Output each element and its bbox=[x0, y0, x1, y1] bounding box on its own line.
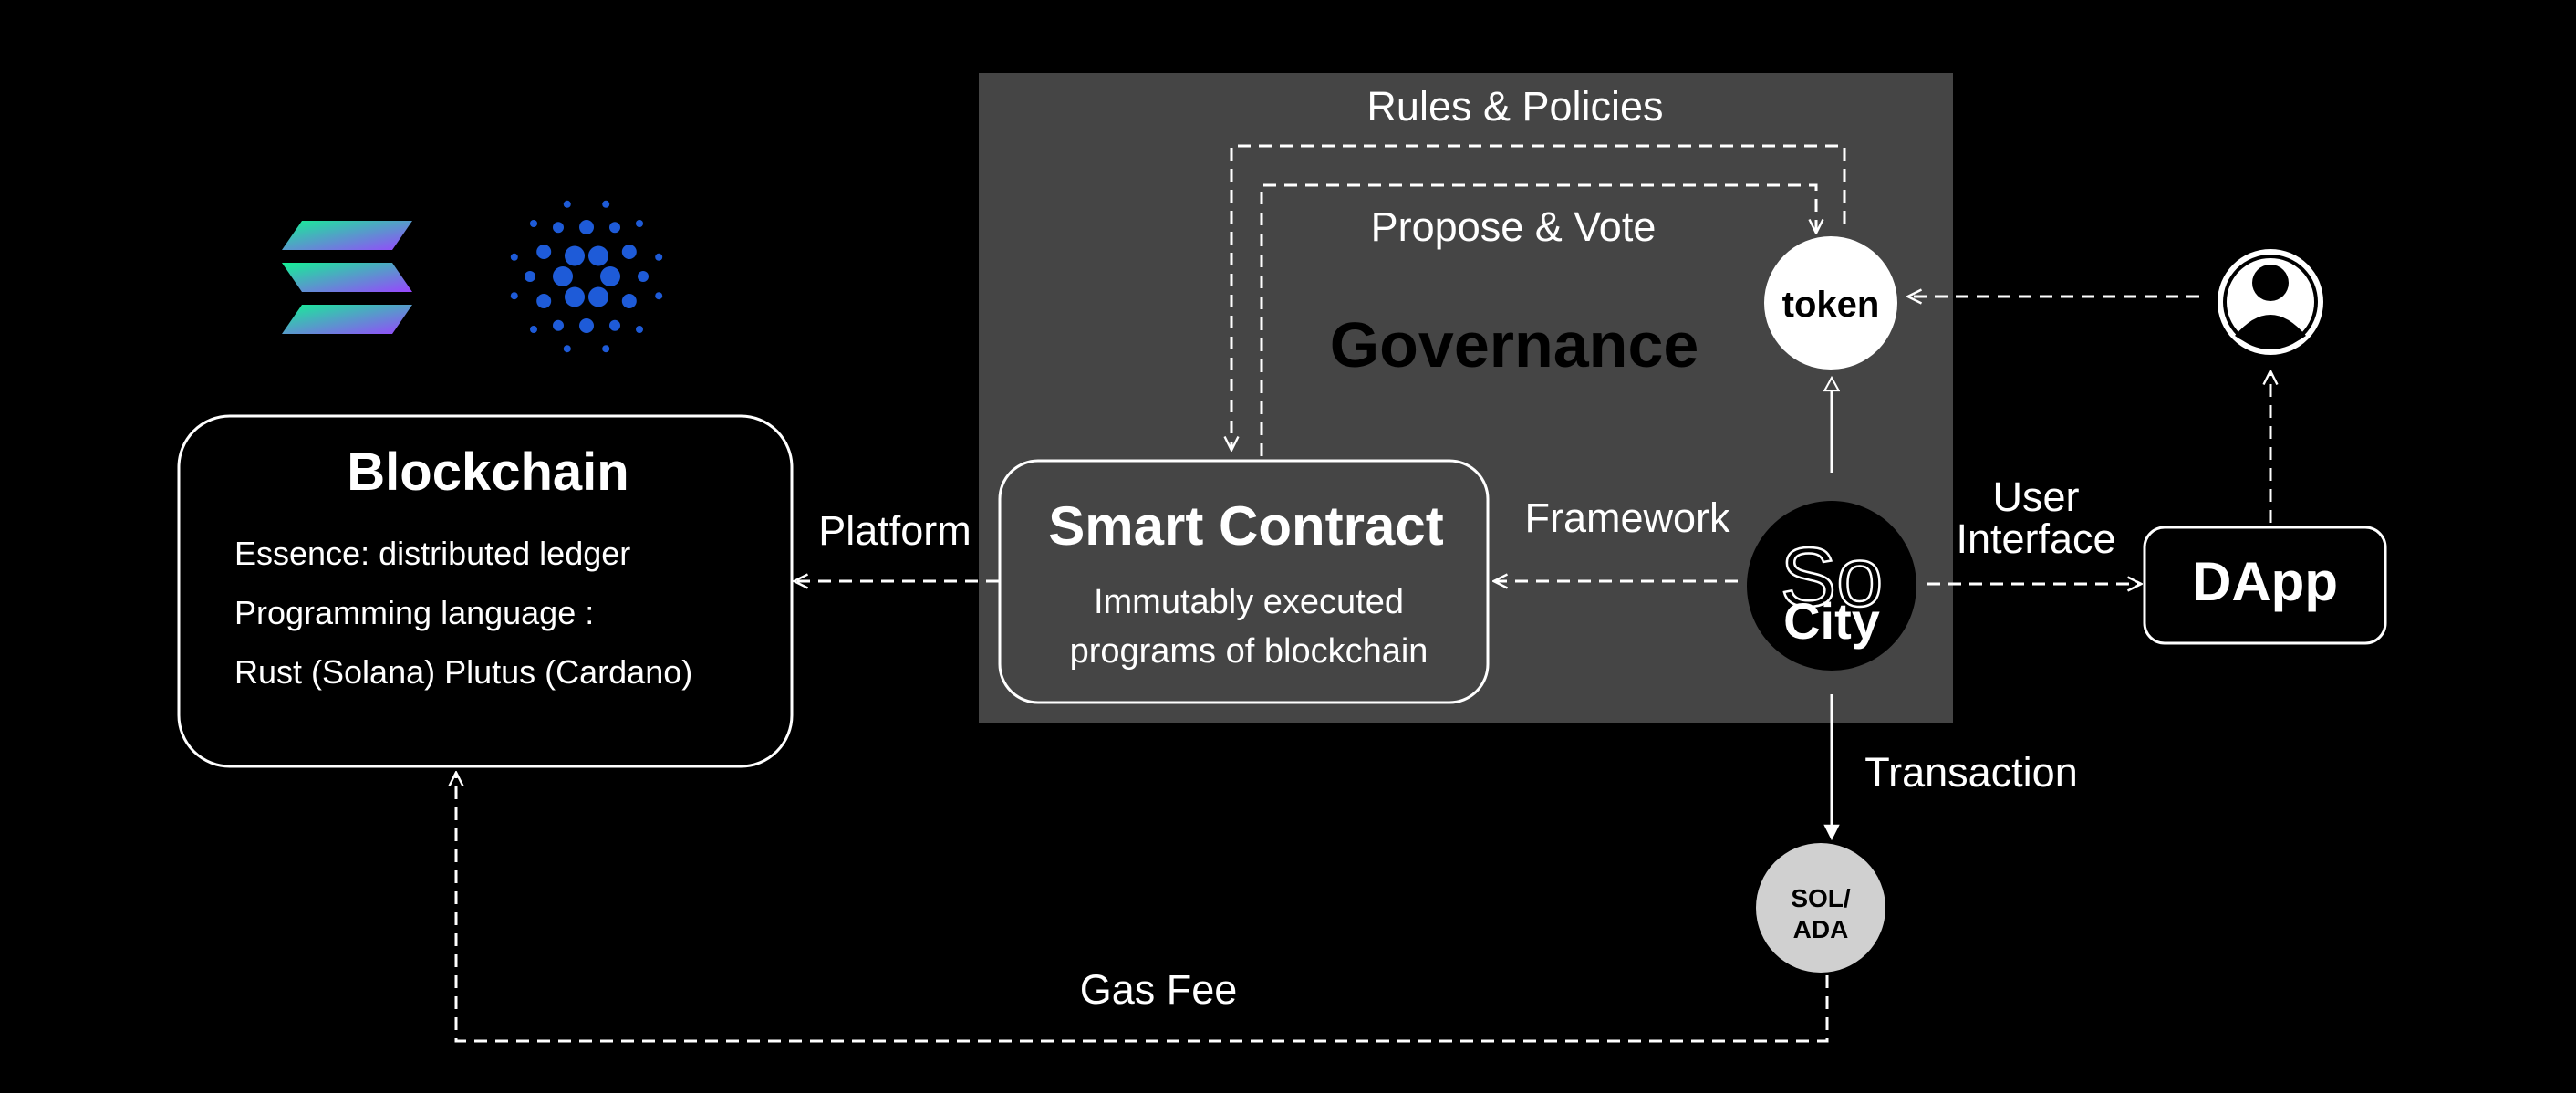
gas-fee-edge bbox=[456, 774, 1829, 1043]
socity-label-line-1: So bbox=[1781, 531, 1884, 624]
blockchain-line-1: Essence: distributed ledger bbox=[234, 535, 630, 572]
socity-label-line-2: City bbox=[1783, 592, 1880, 650]
rules-policies-edge bbox=[1231, 144, 1846, 449]
smart-contract-line-1: Immutably executed bbox=[1094, 583, 1404, 621]
socity-node bbox=[1747, 501, 1916, 671]
user-interface-label-2: Interface bbox=[1956, 515, 2115, 562]
solana-logo bbox=[282, 221, 412, 334]
token-label: token bbox=[1782, 285, 1880, 325]
smart-contract-line-2: programs of blockchain bbox=[1070, 632, 1428, 671]
rules-policies-label: Rules & Policies bbox=[1366, 83, 1663, 130]
propose-vote-edge bbox=[1260, 183, 1816, 456]
framework-label: Framework bbox=[1524, 494, 1730, 541]
blockchain-line-3: Rust (Solana) Plutus (Cardano) bbox=[234, 653, 692, 691]
governance-title: Governance bbox=[1330, 309, 1699, 380]
user-icon bbox=[2218, 249, 2323, 355]
user-interface-label-1: User bbox=[1992, 474, 2079, 520]
propose-vote-label: Propose & Vote bbox=[1371, 203, 1657, 250]
blockchain-title: Blockchain bbox=[347, 442, 628, 502]
blockchain-box bbox=[177, 414, 794, 768]
sol-ada-label-line-1: SOL/ bbox=[1791, 884, 1851, 912]
sol-ada-label-line-2: ADA bbox=[1793, 915, 1849, 943]
dapp-title: DApp bbox=[2192, 551, 2338, 612]
smart-contract-box bbox=[998, 459, 1490, 704]
token-node bbox=[1764, 236, 1897, 370]
dapp-box bbox=[2143, 526, 2387, 645]
transaction-label: Transaction bbox=[1864, 749, 2077, 796]
sol-ada-node bbox=[1756, 843, 1885, 973]
blockchain-line-2: Programming language : bbox=[234, 594, 594, 631]
platform-label: Platform bbox=[818, 507, 971, 554]
gas-fee-label: Gas Fee bbox=[1080, 966, 1238, 1013]
smart-contract-title: Smart Contract bbox=[1048, 495, 1443, 557]
cardano-logo bbox=[510, 200, 663, 353]
